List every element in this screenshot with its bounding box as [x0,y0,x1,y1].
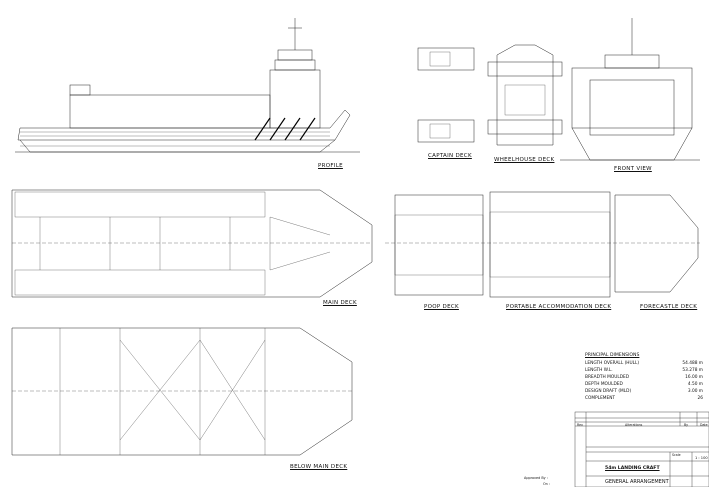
title-block-by: By [684,423,689,427]
dimension-label: COMPLEMENT [585,396,616,401]
approved-on-label: On : [543,482,551,486]
upper-decks-views [385,191,700,298]
title-block [574,411,709,487]
below-main-deck-view [11,327,353,456]
wheelhouse-deck-view [487,44,563,146]
dimension-row: LENGTH W.L. 53.278 m [585,367,703,374]
dimension-label: LENGTH OVERALL (HULL) [585,361,640,366]
dimension-row: DEPTH MOULDED 4.50 m [585,381,703,388]
title-block-drawing-title: GENERAL ARRANGEMENT [605,479,669,485]
below-main-deck-label: BELOW MAIN DECK [290,464,348,470]
principal-dimensions-title: PRINCIPAL DIMENSIONS [585,353,640,358]
dimension-value: 53.278 m [682,368,703,373]
poop-deck-label: POOP DECK [424,304,459,310]
dimension-row: LENGTH OVERALL (HULL) 54.488 m [585,360,703,367]
forecastle-deck-label: FORECASTLE DECK [640,304,698,310]
title-block-project: 54m LANDING CRAFT [605,466,660,471]
title-block-scale-label: Scale [672,453,681,457]
dimension-label: DEPTH MOULDED [585,382,623,387]
principal-dimensions: PRINCIPAL DIMENSIONS LENGTH OVERALL (HUL… [585,352,703,402]
dimension-row: DESIGN DRAFT (MLD) 3.00 m [585,388,703,395]
captain-deck-view [417,47,475,143]
dimension-label: LENGTH W.L. [585,368,613,373]
front-view [560,18,700,161]
title-block-scale: 1 : 100 [695,456,708,460]
profile-label: PROFILE [318,163,343,169]
title-block-alterations: Alterations [625,423,643,427]
dimension-row: COMPLEMENT 26 [585,395,703,402]
profile-view [15,18,360,153]
dimension-value: 26 [697,396,703,401]
main-deck-label: MAIN DECK [323,300,357,306]
front-view-label: FRONT VIEW [614,166,652,172]
dimension-value: 3.00 m [687,389,703,394]
title-block-date: Date [700,423,708,427]
main-deck-view [11,189,373,298]
dimension-value: 54.488 m [682,361,703,366]
dimension-label: DESIGN DRAFT (MLD) [585,389,632,394]
dimension-value: 4.50 m [687,382,703,387]
title-block-rev: Rev [577,423,583,427]
dimension-value: 16.00 m [685,375,703,380]
dimension-label: BREADTH MOULDED [585,375,630,380]
wheelhouse-deck-label: WHEELHOUSE DECK [494,157,555,163]
approved-by-label: Approved By : [524,476,548,480]
captain-deck-label: CAPTAIN DECK [428,153,472,159]
portable-accommodation-deck-label: PORTABLE ACCOMMODATION DECK [506,304,612,310]
dimension-row: BREADTH MOULDED 16.00 m [585,374,703,381]
